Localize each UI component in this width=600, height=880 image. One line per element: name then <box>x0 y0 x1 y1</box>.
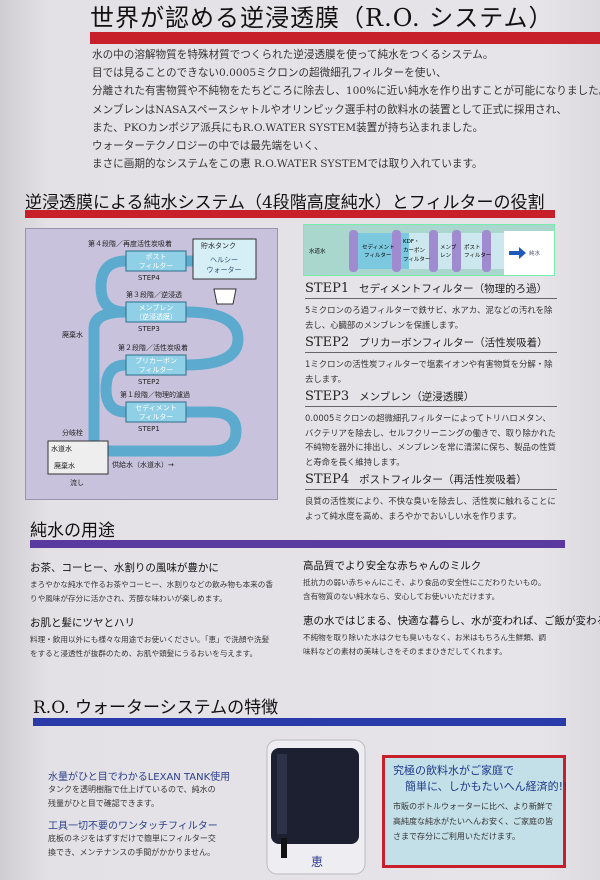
step2-label: STEP2 <box>138 378 160 386</box>
healthy-water-label: ウォーター <box>207 265 242 274</box>
intro-line: メンブレンはNASAスペースシャトルやオリンピック選手村の飲料水の装置として正式… <box>92 103 567 116</box>
feature-item: 工具一切不要のワンタッチフィルター底板のネジをはずすだけで簡単にフィルター交換で… <box>48 821 218 857</box>
precarbon-label: フィルター <box>139 365 174 374</box>
section-heading-features: R.O. ウォーターシステムの特徴 <box>33 698 279 718</box>
cartridge-filter-label: フィルター <box>403 255 430 263</box>
callout-title: 究極の飲料水がご家庭で <box>393 764 514 777</box>
waste-label: 廃棄水 <box>62 330 83 339</box>
cartridge-filter-label: フィルター <box>464 251 491 259</box>
post-filter-label: ポスト <box>146 253 167 261</box>
step-description: 良質の活性炭により、不快な臭いを除去し、活性炭に触れることによって純水度を高め、… <box>305 496 556 521</box>
step-description: 1ミクロンの活性炭フィルターで塩素イオンや有害物質を分解・除去します。 <box>305 359 553 384</box>
economy-callout: 究極の飲料水がご家庭で 簡単に、しかもたいへん経済的!! 市販のボトルウォーター… <box>382 755 568 868</box>
intro-line: 分離された有害物質や不純物をたちどころに除去し、100%に近い純水を作り出すこと… <box>92 85 600 98</box>
supply-label: 供給水（水道水）→ <box>112 460 174 469</box>
pure-water-label: 純水 <box>529 249 541 257</box>
waste-label: 廃棄水 <box>54 461 75 470</box>
section-divider <box>30 540 565 548</box>
page-title: 世界が認める逆浸透膜（R.O. システム） <box>90 4 554 32</box>
step-description: 5ミクロンのろ過フィルターで鉄サビ、水アカ、泥などの汚れを除去し、心臓部のメンブ… <box>305 305 553 330</box>
tank-label: 貯水タンク <box>201 241 236 250</box>
section-divider <box>33 718 566 726</box>
post-filter-label: フィルター <box>139 261 174 270</box>
membrane-label: （逆浸透膜） <box>135 312 177 321</box>
stage2-label: 第２段階／活性炭吸着 <box>118 343 188 352</box>
valve-label: 分岐栓 <box>62 428 83 437</box>
section-heading-uses: 純水の用途 <box>30 521 115 541</box>
cartridge-filter-label: メンブ <box>440 243 457 251</box>
use-item: お茶、コーヒー、水割りの風味が豊かにまろやかな純水で作るお茶やコーヒー、水割りな… <box>30 562 273 603</box>
product-logo: 恵 <box>311 855 323 869</box>
sink-label: 流し <box>70 478 84 487</box>
input-water-label: 水道水 <box>309 247 326 255</box>
arrow-right-icon <box>509 247 526 259</box>
intro-line: まさに画期的なシステムをこの恵 R.O.WATER SYSTEMでは取り入れてい… <box>92 158 483 171</box>
filter-cartridge-illustration: 水道水 セディメント フィルター KDF・ カーボン フィルター メンブ レン … <box>303 224 555 276</box>
healthy-water-label: ヘルシー <box>210 256 238 264</box>
intro-text: 水の中の溶解物質を特殊材質でつくられた逆浸透膜を使って純水をつくるシステム。 目… <box>92 46 600 173</box>
step3-label: STEP3 <box>138 325 160 333</box>
cartridge-filter-label: KDF・ <box>403 239 420 245</box>
callout-body: 市販のボトルウォーターに比べ、より新鮮で高純度な純水がたいへんお安く、ご家庭の皆… <box>393 802 553 841</box>
sediment-label: セディメント <box>135 403 177 412</box>
cartridge-filter-label: セディメント <box>362 243 395 251</box>
use-item: お肌と髪にツヤとハリ料理・飲用以外にも様々な用途でお使いください。「恵」で洗顔や… <box>30 617 270 658</box>
callout-title: 簡単に、しかもたいへん経済的!! <box>405 780 568 793</box>
section-heading-system: 逆浸透膜による純水システム（4段階高度純水）とフィルターの役割 <box>25 193 545 213</box>
cartridge-filter-label: レン <box>440 253 452 259</box>
use-item: 高品質でより安全な赤ちゃんのミルク抵抗力の弱い赤ちゃんにこそ、より食品の安全性に… <box>303 560 546 601</box>
intro-line: また、PKOカンボジア派兵にもR.O.WATER SYSTEM装置が持ち込まれま… <box>92 121 484 134</box>
feature-item: 水量がひと目でわかるLEXAN TANK使用タンクを透明樹脂で仕上げているので、… <box>48 772 231 808</box>
cartridge-filter-label: ポスト <box>464 244 481 251</box>
section-divider <box>25 210 555 218</box>
intro-line: 水の中の溶解物質を特殊材質でつくられた逆浸透膜を使って純水をつくるシステム。 <box>92 49 494 61</box>
stage1-label: 第１段階／物理的濾過 <box>120 390 190 399</box>
cartridge-filter-label: カーボン <box>403 246 426 254</box>
stage3-label: 第３段階／逆浸透 <box>126 290 182 299</box>
sediment-label: フィルター <box>139 412 174 421</box>
intro-line: 目では見ることのできない0.0005ミクロンの超微細孔フィルターを使い、 <box>92 67 447 80</box>
step4-label: STEP4 <box>138 274 160 282</box>
tap-label: 水道水 <box>51 444 72 453</box>
precarbon-label: プリカーボン <box>135 357 177 365</box>
step1-label: STEP1 <box>138 425 160 433</box>
stage4-label: 第４段階／再度活性炭吸着 <box>88 239 172 248</box>
step-description: 0.0005ミクロンの超微細孔フィルターによってトリハロメタン、バクテリアを除去… <box>305 413 556 467</box>
title-divider <box>90 32 600 44</box>
use-item: 恵の水ではじまる、快適な暮らし、水が変われば、ご飯が変わる不純物を取り除いた水は… <box>303 615 600 656</box>
membrane-label: メンブレン <box>139 303 174 312</box>
intro-line: ウォーターテクノロジーの中では最先端をいく、 <box>92 140 325 153</box>
ro-flow-diagram: 第４段階／再度活性炭吸着 ポスト フィルター STEP4 貯水タンク ヘルシー … <box>25 228 278 500</box>
cartridge-filter-label: フィルター <box>364 251 391 259</box>
product-image: 恵 <box>263 738 371 876</box>
